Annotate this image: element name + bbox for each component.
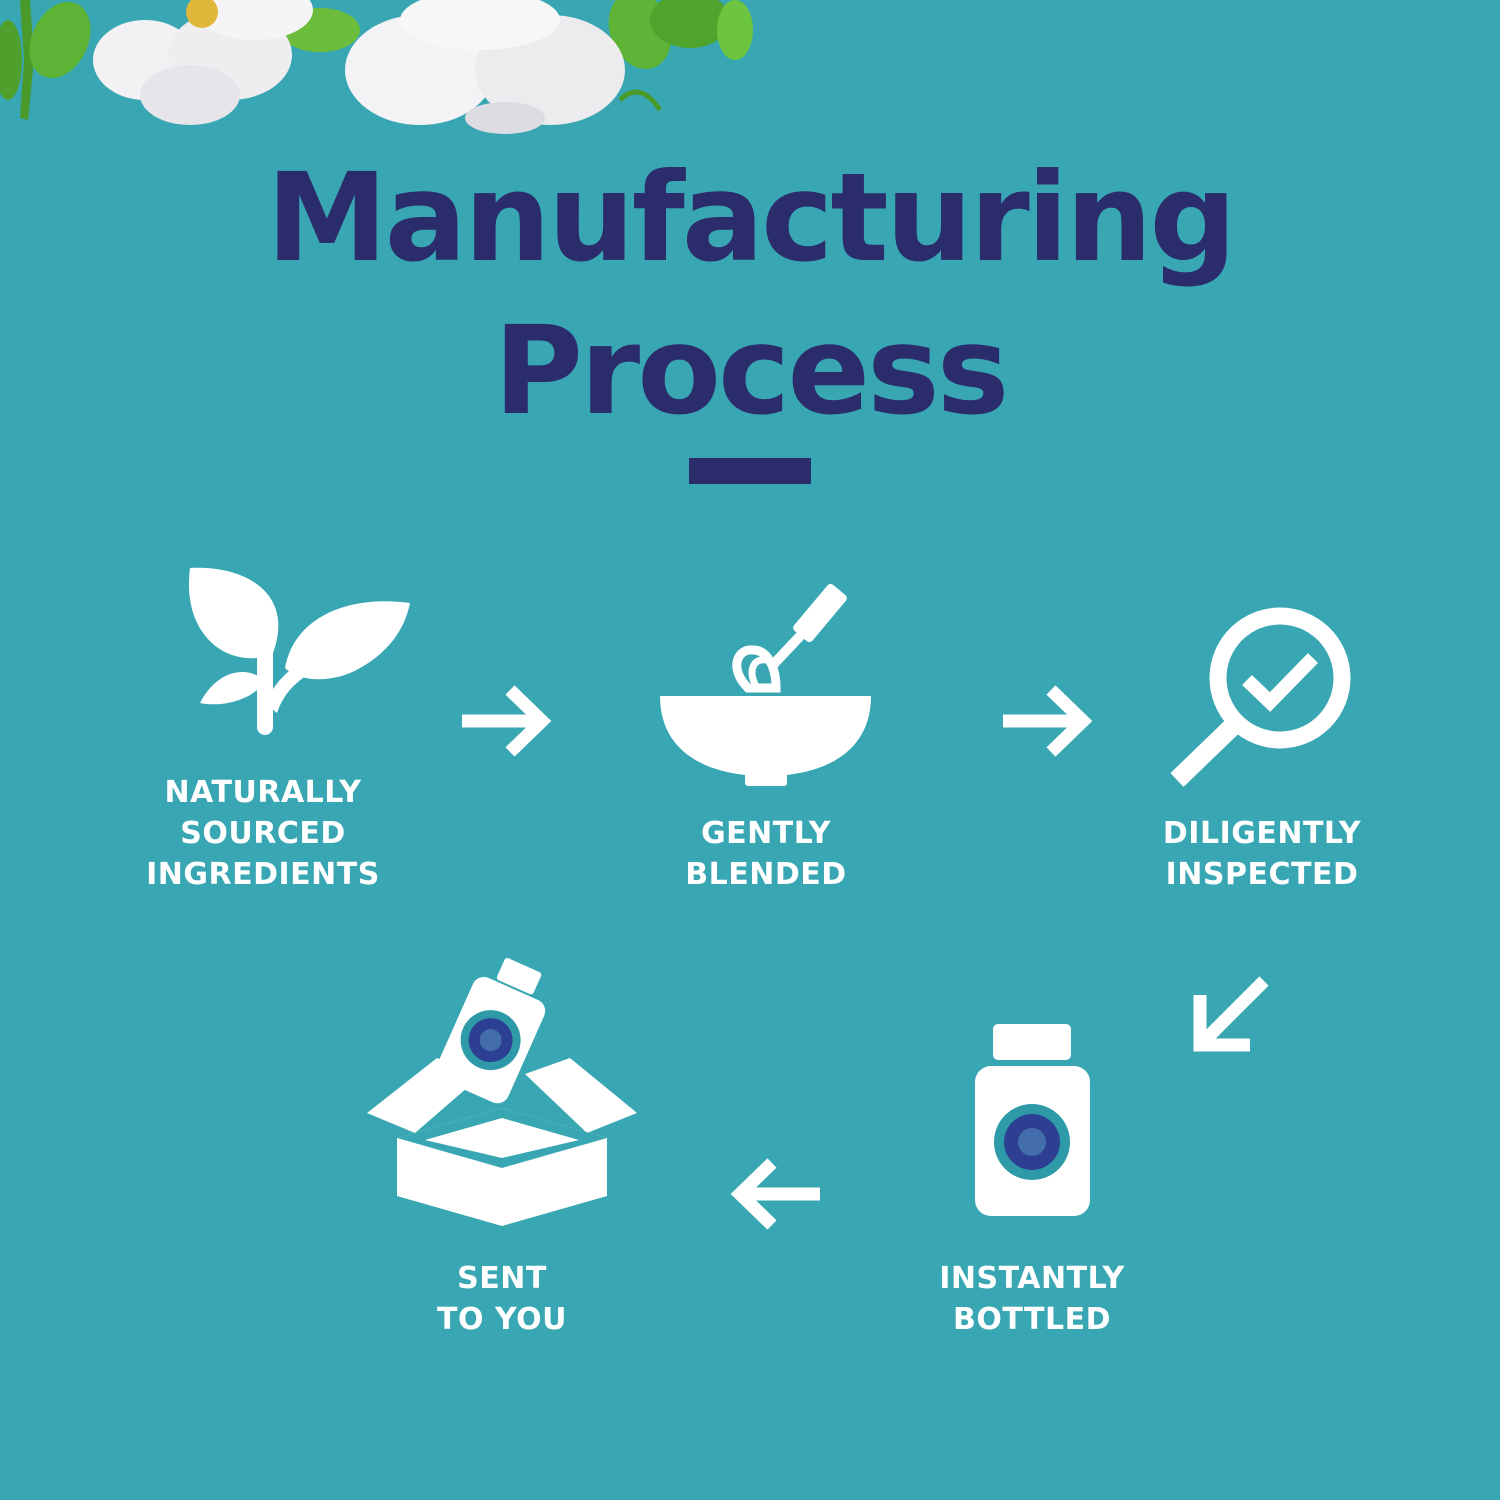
step-label-instantly-bottled: INSTANTLY BOTTLED: [872, 1258, 1192, 1340]
step-label-line: INGREDIENTS: [146, 857, 380, 892]
arrow-right-icon: [462, 685, 552, 757]
step-label-line: BOTTLED: [953, 1302, 1111, 1337]
arrow-right-icon: [1003, 685, 1093, 757]
step-label-line: SENT: [457, 1261, 547, 1296]
mixing-bowl-icon: [660, 583, 871, 786]
step-label-diligently-inspected: DILIGENTLY INSPECTED: [1102, 813, 1422, 895]
title-line-2: Process: [493, 300, 1010, 442]
box-bottle-icon: [367, 958, 637, 1226]
step-label-gently-blended: GENTLY BLENDED: [606, 813, 926, 895]
step-label-naturally-sourced-ingredients: NATURALLY SOURCED INGREDIENTS: [103, 772, 423, 895]
step-label-line: NATURALLY: [164, 775, 362, 810]
title-line-1: Manufacturing: [266, 147, 1237, 289]
arrow-left-icon: [730, 1158, 820, 1230]
step-label-line: DILIGENTLY: [1162, 816, 1362, 851]
flowers-decoration: [0, 0, 753, 134]
magnifier-check-icon: [1170, 607, 1351, 787]
step-label-sent-to-you: SENT TO YOU: [342, 1258, 662, 1340]
step-label-line: GENTLY: [701, 816, 831, 851]
step-label-line: INSTANTLY: [939, 1261, 1125, 1296]
leaves-icon: [188, 567, 410, 735]
arrow-down-left-icon: [1193, 976, 1269, 1052]
step-label-line: TO YOU: [437, 1302, 567, 1337]
title-divider: [689, 458, 811, 484]
step-label-line: SOURCED: [180, 816, 346, 851]
step-label-line: BLENDED: [685, 857, 847, 892]
bottle-icon: [975, 1024, 1090, 1216]
step-label-line: INSPECTED: [1165, 857, 1359, 892]
